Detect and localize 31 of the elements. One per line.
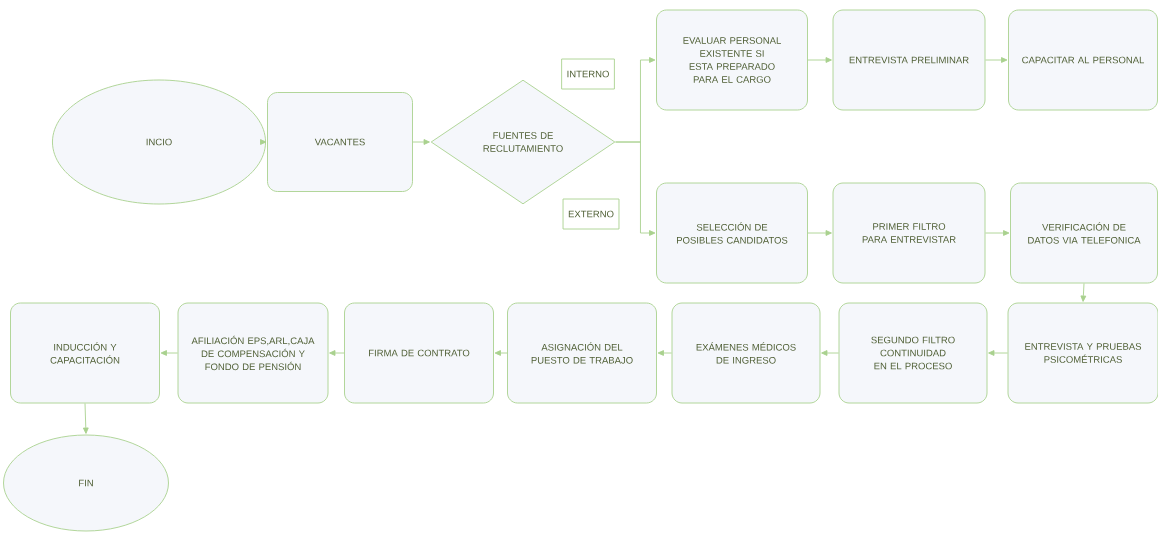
arrow: [82, 403, 89, 434]
process-box: ENTREVISTA Y PRUEBAS PSICOMÉTRICAS: [1007, 302, 1158, 404]
arrow: [160, 350, 178, 356]
process-box: EXÁMENES MÉDICOS DE INGRESO: [671, 302, 821, 404]
process-box: EVALUAR PERSONAL EXISTENTE SI ESTA PREPARADO PARA EL CARGO: [656, 9, 808, 111]
arrow: [329, 350, 345, 356]
arrow: [807, 230, 832, 236]
arrow: [821, 350, 839, 356]
process-box: INDUCCIÓN Y CAPACITACIÓN: [10, 302, 160, 404]
arrow: [807, 57, 832, 63]
process-box: VERIFICACIÓN DE DATOS VIA TELEFONICA: [1010, 182, 1158, 284]
process-box: PRIMER FILTRO PARA ENTREVISTAR: [832, 182, 986, 284]
arrow: [259, 139, 267, 145]
edge-label: EXTERNO: [562, 198, 620, 230]
process-box: VACANTES: [267, 92, 413, 192]
process-box: ENTREVISTA PRELIMINAR: [832, 9, 986, 111]
arrow: [615, 141, 656, 236]
arrow: [494, 350, 508, 356]
process-box: SELECCIÓN DE POSIBLES CANDIDATOS: [656, 182, 808, 284]
arrow: [412, 139, 430, 145]
arrow: [657, 350, 672, 356]
arrow: [985, 230, 1010, 236]
process-box: SEGUNDO FILTRO CONTINUIDAD EN EL PROCESO: [838, 302, 988, 404]
edge-label: INTERNO: [561, 58, 615, 90]
process-box: CAPACITAR AL PERSONAL: [1008, 9, 1158, 111]
process-box: AFILIACIÓN EPS,ARL,CAJA DE COMPENSACIÓN Y FONDO DE PENSIÓN: [177, 302, 329, 404]
process-box: ASIGNACIÓN DEL PUESTO DE TRABAJO: [507, 302, 657, 404]
arrow: [988, 350, 1008, 356]
arrow: [985, 57, 1008, 63]
process-box: FIRMA DE CONTRATO: [344, 302, 494, 404]
arrow: [1080, 283, 1087, 302]
